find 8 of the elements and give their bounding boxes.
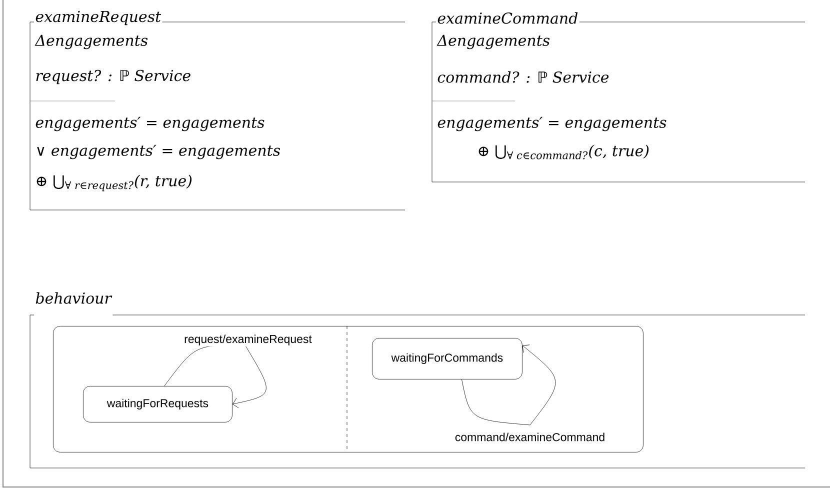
edge-label: request/examineRequest: [184, 334, 312, 346]
schema-box: examineRequest Δengagements request? : ℙ Service engagements′ = engagements ∨ engagements′ = engagements ⊕ ⋃$_{∀ r∈request?}$(r, true): [30, 10, 406, 210]
region-box: [53, 326, 644, 452]
loop-arrow: [462, 344, 556, 426]
state-box: waitingForRequests: [83, 386, 232, 422]
edge-label: command/examineCommand: [455, 432, 604, 442]
schema-box: examineCommand Δengagements command? : ℙ Service engagements′ = engagements ⊕ ⋃$_{∀ c∈command?}$(c, true): [432, 12, 806, 182]
state-box: waitingForCommands: [372, 338, 522, 380]
